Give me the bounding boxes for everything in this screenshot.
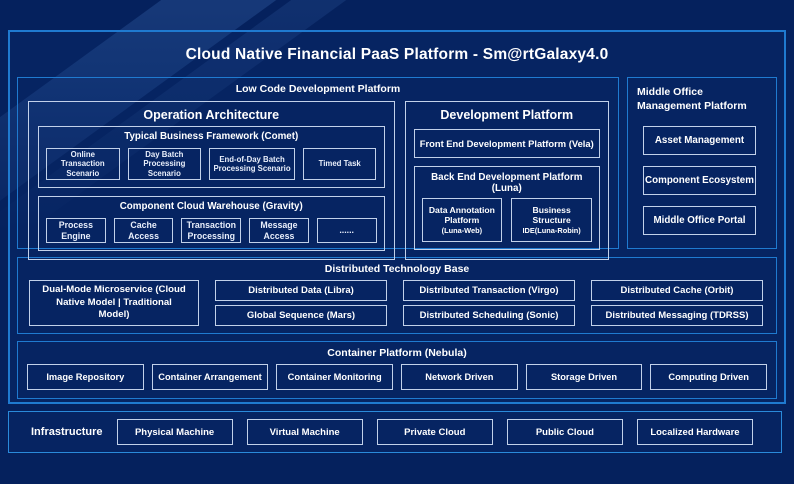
typical-business-framework-box: Typical Business Framework (Comet) Onlin…: [38, 126, 385, 189]
back-end-development-platform-box: Back End Development Platform (Luna) Dat…: [413, 166, 600, 251]
distributed-column-3: Distributed Cache (Orbit) Distributed Me…: [591, 280, 763, 326]
container-platform-items: Image Repository Container Arrangement C…: [27, 364, 768, 390]
box-process-engine: Process Engine: [46, 218, 106, 244]
box-distributed-messaging: Distributed Messaging (TDRSS): [591, 305, 763, 326]
box-component-ecosystem: Component Ecosystem: [643, 166, 756, 196]
box-global-sequence: Global Sequence (Mars): [215, 305, 387, 326]
box-front-end-development-platform: Front End Development Platform (Vela): [413, 129, 600, 158]
box-physical-machine: Physical Machine: [116, 419, 233, 445]
middle-office-management-platform-section: Middle Office Management Platform Asset …: [627, 77, 777, 249]
box-business-structure-ide: Business Structure IDE(Luna-Robin): [511, 198, 592, 243]
box-end-of-day-batch-processing-scenario: End-of-Day Batch Processing Scenario: [209, 148, 295, 181]
box-dual-mode-microservice: Dual-Mode Microservice (Cloud Native Mod…: [29, 280, 199, 326]
container-platform-title: Container Platform (Nebula): [327, 347, 467, 359]
box-online-transaction-scenario: Online Transaction Scenario: [46, 148, 120, 181]
operation-architecture-box: Operation Architecture Typical Business …: [28, 101, 395, 261]
typical-business-framework-title: Typical Business Framework (Comet): [124, 131, 299, 142]
box-timed-task: Timed Task: [302, 148, 377, 181]
box-private-cloud: Private Cloud: [376, 419, 493, 445]
box-middle-office-portal: Middle Office Portal: [643, 206, 756, 236]
box-transaction-processing: Transaction Processing: [181, 218, 242, 244]
box-computing-driven: Computing Driven: [650, 364, 768, 390]
box-network-driven: Network Driven: [401, 364, 518, 390]
page-title: Cloud Native Financial PaaS Platform - S…: [185, 45, 609, 63]
data-annotation-platform-label: Data Annotation Platform: [428, 204, 495, 226]
box-localized-hardware: Localized Hardware: [636, 419, 753, 445]
business-structure-ide-sublabel: IDE(Luna-Robin): [522, 226, 581, 236]
low-code-content-row: Operation Architecture Typical Business …: [28, 101, 609, 261]
box-public-cloud: Public Cloud: [506, 419, 623, 445]
back-end-items: Data Annotation Platform (Luna-Web) Busi…: [421, 198, 592, 243]
component-cloud-warehouse-box: Component Cloud Warehouse (Gravity) Proc…: [38, 196, 385, 252]
distributed-column-2: Distributed Transaction (Virgo) Distribu…: [403, 280, 575, 326]
box-distributed-scheduling: Distributed Scheduling (Sonic): [403, 305, 575, 326]
data-annotation-platform-sublabel: (Luna-Web): [441, 226, 483, 236]
box-distributed-cache: Distributed Cache (Orbit): [591, 280, 763, 301]
box-asset-management: Asset Management: [643, 126, 756, 156]
component-cloud-warehouse-items: Process Engine Cache Access Transaction …: [46, 218, 377, 244]
box-container-arrangement: Container Arrangement: [151, 364, 269, 390]
box-container-monitoring: Container Monitoring: [276, 364, 394, 390]
low-code-section-title: Low Code Development Platform: [235, 83, 401, 95]
box-day-batch-processing-scenario: Day Batch Processing Scenario: [127, 148, 202, 181]
operation-architecture-title: Operation Architecture: [143, 108, 280, 122]
container-platform-section: Container Platform (Nebula) Image Reposi…: [17, 341, 777, 399]
box-image-repository: Image Repository: [27, 364, 144, 390]
component-cloud-warehouse-title: Component Cloud Warehouse (Gravity): [119, 201, 303, 213]
infrastructure-label: Infrastructure: [31, 426, 103, 438]
distributed-technology-base-title: Distributed Technology Base: [324, 263, 470, 275]
distributed-technology-base-items: Dual-Mode Microservice (Cloud Native Mod…: [29, 280, 763, 326]
infrastructure-items: Physical Machine Virtual Machine Private…: [116, 419, 753, 445]
box-data-annotation-platform: Data Annotation Platform (Luna-Web): [421, 198, 503, 243]
box-virtual-machine: Virtual Machine: [246, 419, 363, 445]
upper-content-row: Low Code Development Platform Operation …: [17, 77, 777, 261]
back-end-development-platform-title: Back End Development Platform (Luna): [431, 172, 583, 194]
middle-office-title: Middle Office Management Platform: [637, 86, 747, 113]
box-cache-access: Cache Access: [113, 218, 174, 244]
low-code-development-platform-section: Low Code Development Platform Operation …: [17, 77, 619, 261]
box-message-access: Message Access: [249, 218, 309, 244]
platform-frame: Cloud Native Financial PaaS Platform - S…: [8, 30, 786, 404]
development-platform-box: Development Platform Front End Developme…: [404, 101, 609, 261]
distributed-technology-base-section: Distributed Technology Base Dual-Mode Mi…: [17, 257, 777, 334]
infrastructure-section: Infrastructure Physical Machine Virtual …: [8, 411, 782, 453]
box-storage-driven: Storage Driven: [525, 364, 643, 390]
business-structure-ide-label: Business Structure: [532, 204, 571, 226]
box-ellipsis: ......: [316, 218, 377, 244]
box-distributed-data: Distributed Data (Libra): [215, 280, 387, 301]
typical-business-framework-items: Online Transaction Scenario Day Batch Pr…: [46, 148, 377, 181]
development-platform-title: Development Platform: [440, 108, 574, 122]
distributed-column-1: Distributed Data (Libra) Global Sequence…: [215, 280, 387, 326]
box-distributed-transaction: Distributed Transaction (Virgo): [403, 280, 575, 301]
